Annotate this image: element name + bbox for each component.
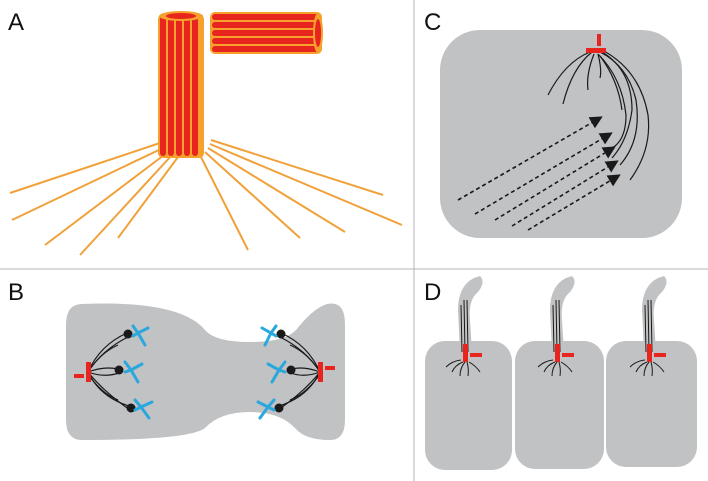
primary-cilium-icon	[642, 276, 667, 353]
cell-2-rootlets	[537, 359, 573, 377]
cell-c-centrosome-icon	[586, 34, 606, 53]
panel-a-label: A	[8, 9, 24, 36]
epithelial-cell-1	[425, 341, 512, 470]
cell-3-centrosome-icon	[647, 344, 666, 362]
migration-arrows	[457, 116, 621, 231]
panel-b: B	[8, 279, 345, 440]
mother-centriole	[158, 11, 204, 158]
epithelial-cell-2	[515, 341, 604, 469]
dividing-cell	[66, 303, 345, 440]
cell-1-centrosome-icon	[463, 344, 482, 362]
epithelial-cell-3	[606, 341, 697, 467]
migrating-cell	[440, 30, 682, 238]
microtubule-array	[547, 49, 650, 181]
cell-3-rootlets	[629, 359, 665, 377]
right-kinetochores	[256, 324, 287, 420]
left-kinetochores	[123, 324, 154, 420]
primary-cilium-icon	[458, 276, 483, 353]
panel-d: D	[424, 276, 697, 470]
left-centrosome-icon	[74, 362, 91, 382]
left-chromosomes	[114, 329, 136, 413]
appendage-fibers	[9, 139, 403, 256]
cell-1-rootlets	[445, 359, 481, 377]
panel-d-label: D	[424, 279, 441, 306]
cell-2-centrosome-icon	[555, 344, 574, 362]
right-chromosomes	[274, 329, 296, 413]
primary-cilium-icon	[550, 276, 575, 353]
daughter-centriole	[210, 12, 323, 54]
panel-b-label: B	[8, 279, 24, 306]
right-centrosome-icon	[318, 362, 335, 382]
panel-c-label: C	[424, 9, 441, 36]
panel-a: A	[8, 9, 403, 256]
panel-c: C	[424, 9, 682, 238]
